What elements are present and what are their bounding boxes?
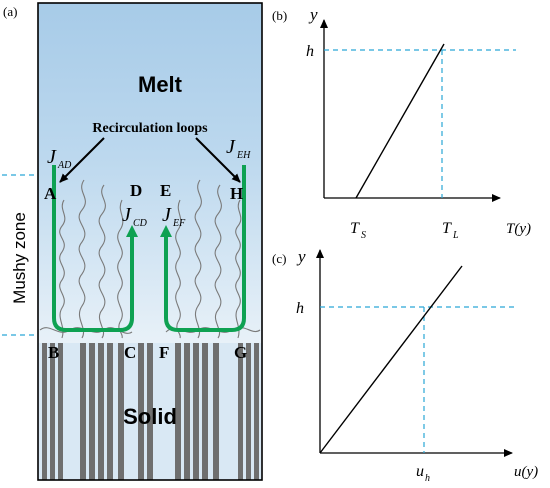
point-h-label: H (230, 184, 243, 203)
loop-arrow-right (195, 137, 241, 183)
recirculation-loops-label: Recirculation loops (92, 121, 208, 136)
panel-a-label: (a) (3, 4, 17, 19)
panel-b-label: (b) (272, 8, 287, 23)
loop-arrow-left (59, 137, 105, 183)
solid-rods (42, 343, 259, 480)
panel-b-h-label: h (306, 43, 314, 60)
panel-c-label: (c) (272, 251, 286, 266)
flux-ad-sub: AD (57, 160, 72, 171)
panel-b-x-label: T(y) (506, 221, 531, 237)
flux-cd-sub: CD (133, 218, 148, 229)
flux-eh-main: J (226, 136, 236, 158)
point-g-label: G (234, 343, 247, 362)
flow-loop-right (160, 165, 246, 332)
panel-a: (a) (2, 2, 263, 481)
panel-c-h-label: h (296, 300, 304, 317)
solid-label: Solid (123, 404, 177, 429)
panel-c-velocity-line (319, 265, 463, 454)
melt-label: Melt (138, 72, 183, 97)
flux-ad-main: J (47, 146, 57, 168)
panel-b-temperature-line (355, 43, 445, 199)
flow-loop-left (52, 165, 138, 332)
melt-region (38, 3, 262, 343)
panel-b-ts-sub: S (361, 230, 366, 241)
flux-cd-main: J (122, 204, 132, 226)
panel-b-y-label: y (308, 5, 318, 24)
flux-ef-main: J (162, 204, 172, 226)
point-f-label: F (159, 343, 169, 362)
point-a-label: A (44, 184, 57, 203)
panel-b-tl-sub: L (452, 230, 459, 241)
panel-c-uh-main: u (416, 463, 424, 480)
point-c-label: C (124, 343, 136, 362)
panel-c-y-label: y (296, 247, 306, 266)
point-e-label: E (160, 181, 171, 200)
panel-b-ts-main: T (350, 220, 360, 237)
panel-b-tl-main: T (442, 220, 452, 237)
panel-c-uh-sub: h (425, 473, 430, 484)
panel-b: (b) y T(y) h T S T L (272, 5, 531, 241)
mushy-zone-label: Mushy zone (10, 212, 29, 304)
flux-ef-sub: EF (172, 218, 186, 229)
point-b-label: B (48, 343, 59, 362)
point-d-label: D (130, 181, 142, 200)
flux-eh-sub: EH (236, 150, 251, 161)
panel-c-x-label: u(y) (514, 464, 538, 480)
panel-a-frame (37, 2, 263, 481)
panel-c: (c) y u(y) h u h (272, 247, 538, 484)
